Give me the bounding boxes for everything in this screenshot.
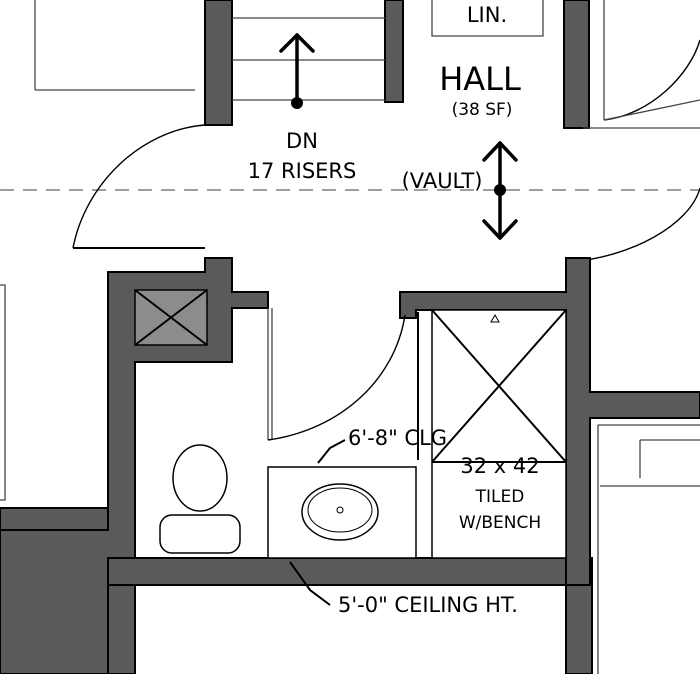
linen-label: LIN.: [467, 3, 507, 27]
linen-closet: [431, 0, 544, 37]
stair-risers-label: 17 RISERS: [248, 159, 357, 183]
vault-label: (VAULT): [402, 169, 483, 193]
shower-finish-line1: TILED: [475, 487, 525, 507]
ceiling-clg-leader: [317, 439, 346, 464]
vault-direction-arrow: [482, 141, 518, 240]
stair-direction-label: DN: [286, 129, 318, 153]
hall-title: HALL: [439, 60, 521, 98]
stair-treads: [232, 17, 385, 101]
hall-wall-right: [563, 0, 590, 129]
door-swing-hall-right: [567, 187, 700, 263]
door-swing-top-right: [603, 39, 700, 121]
shower: [417, 309, 567, 559]
stair-direction-arrow: [279, 33, 315, 109]
ceiling-height-leader: [289, 561, 331, 606]
right-room-outline: [597, 424, 700, 674]
bath-wall-bottom-left-stub: [107, 584, 136, 674]
hall-area: (38 SF): [452, 100, 513, 120]
shower-size-label: 32 x 42: [460, 454, 539, 478]
bath-wall-bottom: [107, 557, 593, 586]
top-left-room: [34, 0, 195, 91]
door-swing-hall-left: [72, 124, 206, 249]
stair-wall-left: [204, 0, 233, 126]
shower-finish-line2: W/BENCH: [459, 513, 541, 533]
toilet: [159, 444, 241, 554]
ceiling-height-note: 5'-0" CEILING HT.: [338, 593, 518, 617]
door-swing-bath: [267, 314, 406, 441]
bath-wall-right: [399, 257, 700, 586]
bath-wall-left-stub: [0, 507, 109, 531]
bath-wall-left: [0, 257, 269, 674]
vanity: [267, 466, 417, 559]
stair-wall-right: [384, 0, 404, 103]
ceiling-clg-note: 6'-8" CLG: [348, 426, 447, 450]
exhaust-fan: [134, 289, 208, 346]
bath-wall-bottom-right-stub: [565, 584, 593, 674]
